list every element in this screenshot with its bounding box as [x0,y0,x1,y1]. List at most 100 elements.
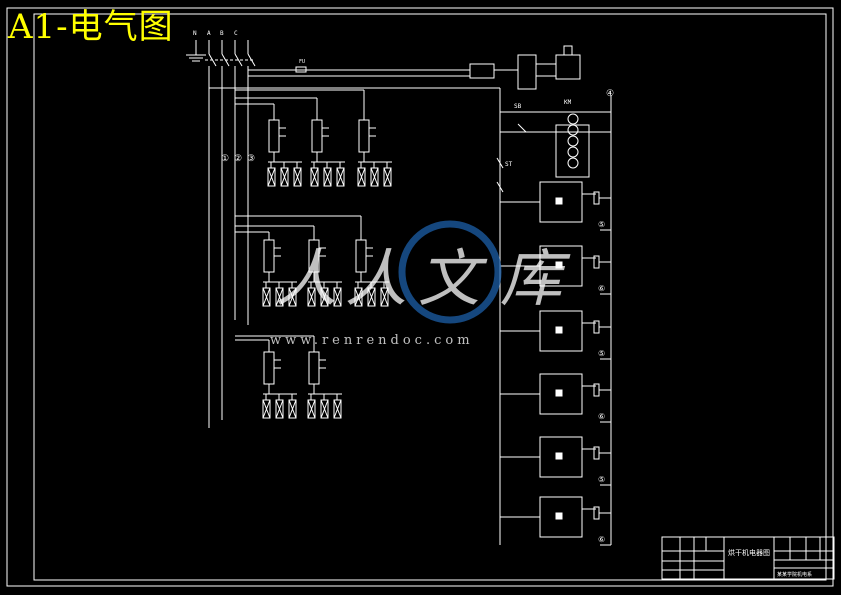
heater-zigzag [333,399,342,419]
heater-zigzag [310,167,319,187]
heater-zigzag [323,167,332,187]
watermark-url: www.renrendoc.com [270,333,474,348]
circle-label-4: ④ [606,89,614,99]
heater-zigzag [307,399,316,419]
heater-element [288,287,297,307]
fuse-label: FU [299,59,305,65]
heater-zigzag [336,167,345,187]
heater-element [288,399,297,419]
heater-zigzag [380,287,389,307]
heater-zigzag [383,167,392,187]
heater-element [280,167,289,187]
fuse [295,66,307,73]
contactor [308,351,320,385]
heater-zigzag [370,167,379,187]
motor-group [235,231,297,307]
phase-label-n: N [193,30,197,37]
relay-number: ⑤ [598,349,605,358]
phase-labels: N A B C [193,30,238,37]
phase-label-c: C [234,30,238,37]
heater-element [307,399,316,419]
circle-label-3: ③ [247,154,255,164]
motor-group [235,339,297,419]
motor-group [235,225,342,307]
relay-box [539,373,583,415]
heater-zigzag [267,167,276,187]
heater-zigzag [354,287,363,307]
heater-element [310,167,319,187]
heater-zigzag [262,399,271,419]
relay-core [555,452,563,460]
motor-group [235,103,302,187]
relay-box [539,436,583,478]
heater-zigzag [275,287,284,307]
bus-circle-labels: ① ② ③ [221,154,255,164]
heater-zigzag [280,167,289,187]
overlay-title: A1-电气图 [8,7,174,47]
watermark-char-1: 人 [275,242,337,315]
heater-zigzag [367,287,376,307]
heater-element [262,287,271,307]
relay-box [539,310,583,352]
phase-label-b: B [220,30,224,37]
relay-box [539,496,583,538]
relay-box [539,245,583,287]
heater-element [380,287,389,307]
contactor [263,239,275,273]
heater-element [370,167,379,187]
watermark-ring [398,220,502,324]
main-switch [186,40,256,67]
heater-zigzag [307,287,316,307]
control-label-km: KM [564,99,572,106]
heater-element [333,287,342,307]
relay-module: ⑤ [500,310,611,360]
heater-element [383,167,392,187]
watermark: 人 人 文 库 www.renrendoc.com [270,220,571,348]
phase-label-a: A [207,30,211,37]
control-circuit-right [496,95,612,545]
bus-lines [208,66,500,428]
heater-element [293,167,302,187]
heater-element [323,167,332,187]
heater-element [367,287,376,307]
relay-module: ⑤ [500,181,611,231]
heater-zigzag [320,399,329,419]
motor-group [235,97,345,187]
heater-zigzag [262,287,271,307]
inner-border [33,13,827,581]
heater-element [333,399,342,419]
heater-element [307,287,316,307]
relay-module: ⑥ [500,245,611,295]
relay-core [555,197,563,205]
heater-element [357,167,366,187]
heater-zigzag [357,167,366,187]
control-label-st: ST [505,161,513,168]
circle-label-1: ① [221,154,229,164]
relay-module: ⑥ [500,373,611,423]
relay-number: ⑥ [598,412,605,421]
heater-element [262,399,271,419]
control-circuit-top [469,45,581,545]
heater-zigzag [320,287,329,307]
watermark-char-2: 人 [345,242,407,315]
relay-box [539,181,583,223]
heater-element [267,167,276,187]
motor-group [235,89,392,187]
control-label-sb: SB [514,103,522,110]
heater-zigzag [293,167,302,187]
heater-element [320,287,329,307]
relay-number: ⑤ [598,220,605,229]
outer-border [6,7,834,587]
heater-zigzag [333,287,342,307]
title-block-drawing-name: 烘干机电器图 [728,548,770,557]
contactor [311,119,323,153]
heater-zigzag [275,399,284,419]
heater-element [275,287,284,307]
title-block-school: 某某学院机电系 [777,571,812,578]
relay-core [555,389,563,397]
relay-core [555,512,563,520]
heater-element [354,287,363,307]
circle-label-2: ② [234,154,242,164]
relay-core [555,326,563,334]
